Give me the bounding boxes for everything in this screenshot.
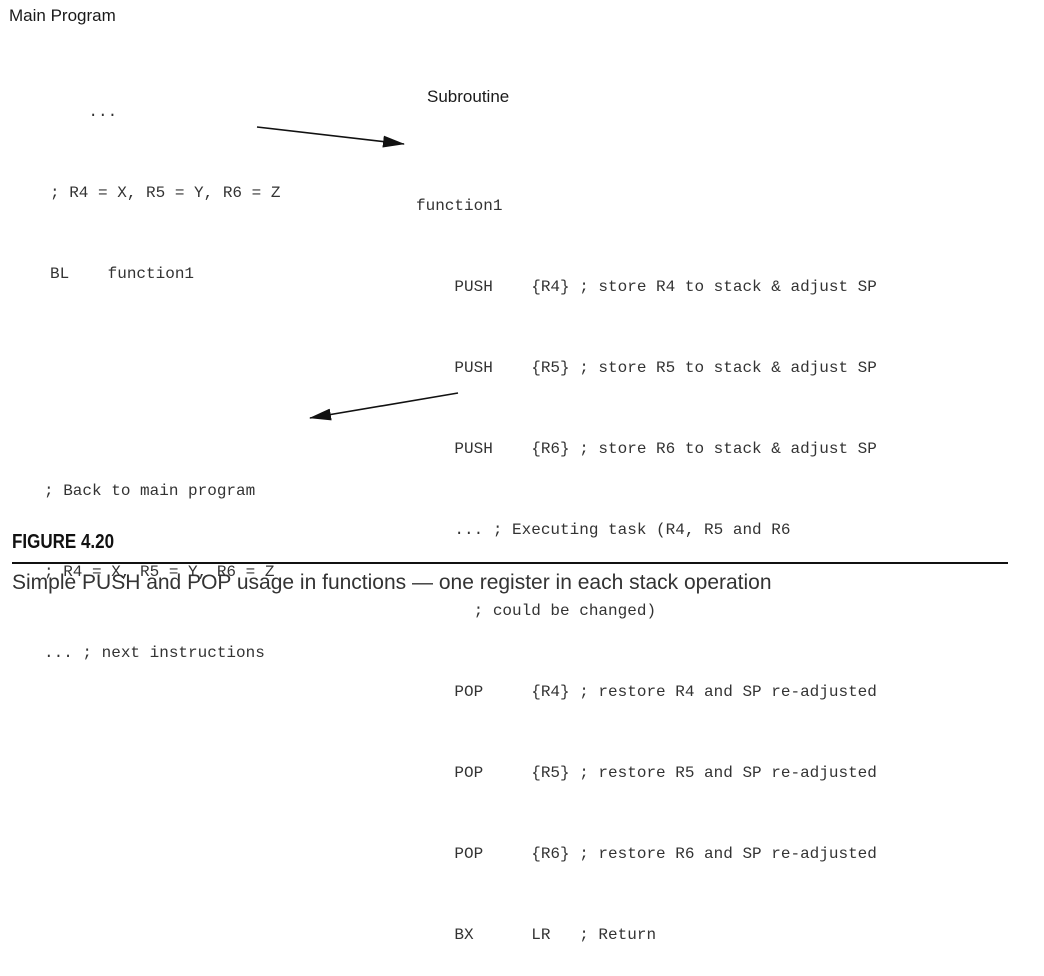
code-line: ... ; next instructions [44, 644, 265, 662]
figure-caption: Simple PUSH and POP usage in functions —… [12, 571, 772, 594]
code-line: ; R4 = X, R5 = Y, R6 = Z [50, 184, 281, 202]
code-line: PUSH {R4} ; store R4 to stack & adjust S… [416, 278, 877, 296]
code-line: PUSH {R5} ; store R5 to stack & adjust S… [416, 359, 877, 377]
code-line: ... ; Executing task (R4, R5 and R6 [416, 521, 791, 539]
code-line: POP {R5} ; restore R5 and SP re-adjusted [416, 764, 877, 782]
code-line: POP {R4} ; restore R4 and SP re-adjusted [416, 683, 877, 701]
main-program-label: Main Program [9, 6, 116, 25]
code-line: ... [50, 103, 118, 121]
code-line: ; R4 = X, R5 = Y, R6 = Z [44, 563, 275, 581]
code-line: PUSH {R6} ; store R6 to stack & adjust S… [416, 440, 877, 458]
return-arrow [309, 392, 459, 421]
code-line: ; Back to main program [44, 482, 256, 500]
code-line: function1 [416, 197, 503, 215]
call-arrow [256, 126, 405, 148]
code-line: BX LR ; Return [416, 926, 657, 944]
arrows-layer [256, 126, 459, 421]
figure-number: FIGURE 4.20 [12, 531, 115, 553]
subroutine-label: Subroutine [427, 87, 510, 106]
code-line: BL function1 [50, 265, 195, 283]
code-line: POP {R6} ; restore R6 and SP re-adjusted [416, 845, 877, 863]
figure-divider [12, 562, 1008, 564]
main-program-code: ... ; R4 = X, R5 = Y, R6 = Z BL function… [50, 45, 280, 315]
